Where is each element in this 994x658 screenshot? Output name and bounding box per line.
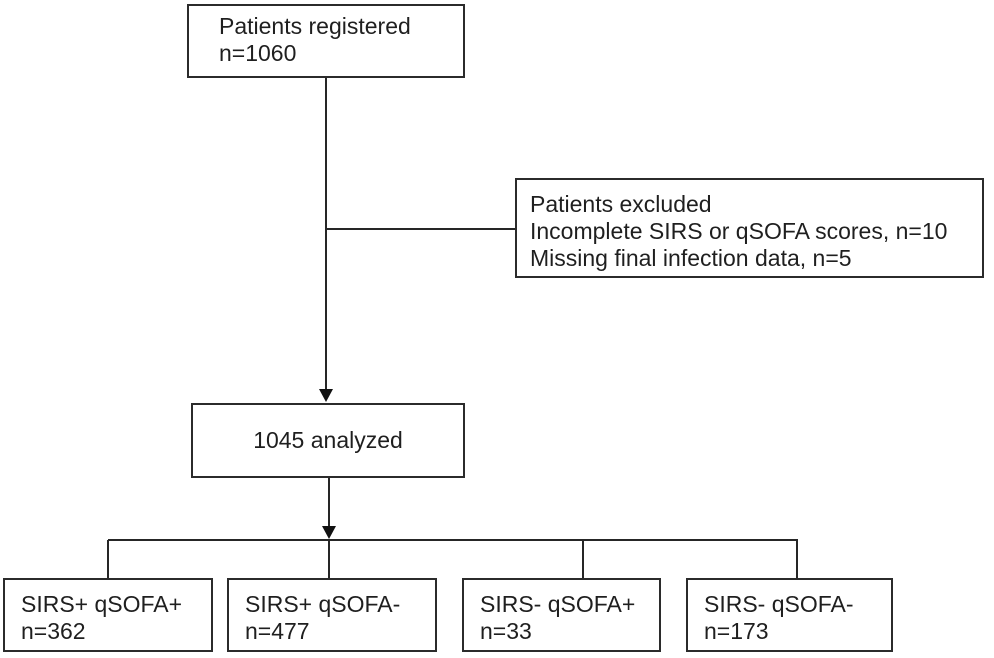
outcome-label: SIRS- qSOFA-	[704, 591, 854, 617]
outcome-count: n=33	[480, 618, 532, 644]
analyzed-label: 1045 analyzed	[253, 427, 403, 453]
box-patients-registered: Patients registered n=1060	[187, 4, 465, 78]
box-analyzed: 1045 analyzed	[191, 403, 465, 478]
registered-count: n=1060	[219, 40, 297, 66]
outcome-count: n=477	[245, 618, 310, 644]
outcome-count: n=173	[704, 618, 769, 644]
box-outcome-sirs-pos-qsofa-pos: SIRS+ qSOFA+ n=362	[3, 578, 213, 652]
excluded-title: Patients excluded	[530, 191, 712, 217]
excluded-reason: Incomplete SIRS or qSOFA scores, n=10	[530, 218, 948, 244]
outcome-count: n=362	[21, 618, 86, 644]
box-outcome-sirs-pos-qsofa-neg: SIRS+ qSOFA- n=477	[227, 578, 437, 652]
arrowhead-to-analyzed	[319, 389, 333, 402]
box-patients-excluded: Patients excluded Incomplete SIRS or qSO…	[515, 178, 984, 278]
box-outcome-sirs-neg-qsofa-neg: SIRS- qSOFA- n=173	[686, 578, 893, 652]
registered-title: Patients registered	[219, 13, 411, 39]
excluded-reason: Missing final infection data, n=5	[530, 245, 852, 271]
arrowhead-to-split	[322, 526, 336, 539]
outcome-label: SIRS+ qSOFA-	[245, 591, 401, 617]
box-outcome-sirs-neg-qsofa-pos: SIRS- qSOFA+ n=33	[462, 578, 661, 652]
outcome-label: SIRS- qSOFA+	[480, 591, 636, 617]
outcome-label: SIRS+ qSOFA+	[21, 591, 183, 617]
